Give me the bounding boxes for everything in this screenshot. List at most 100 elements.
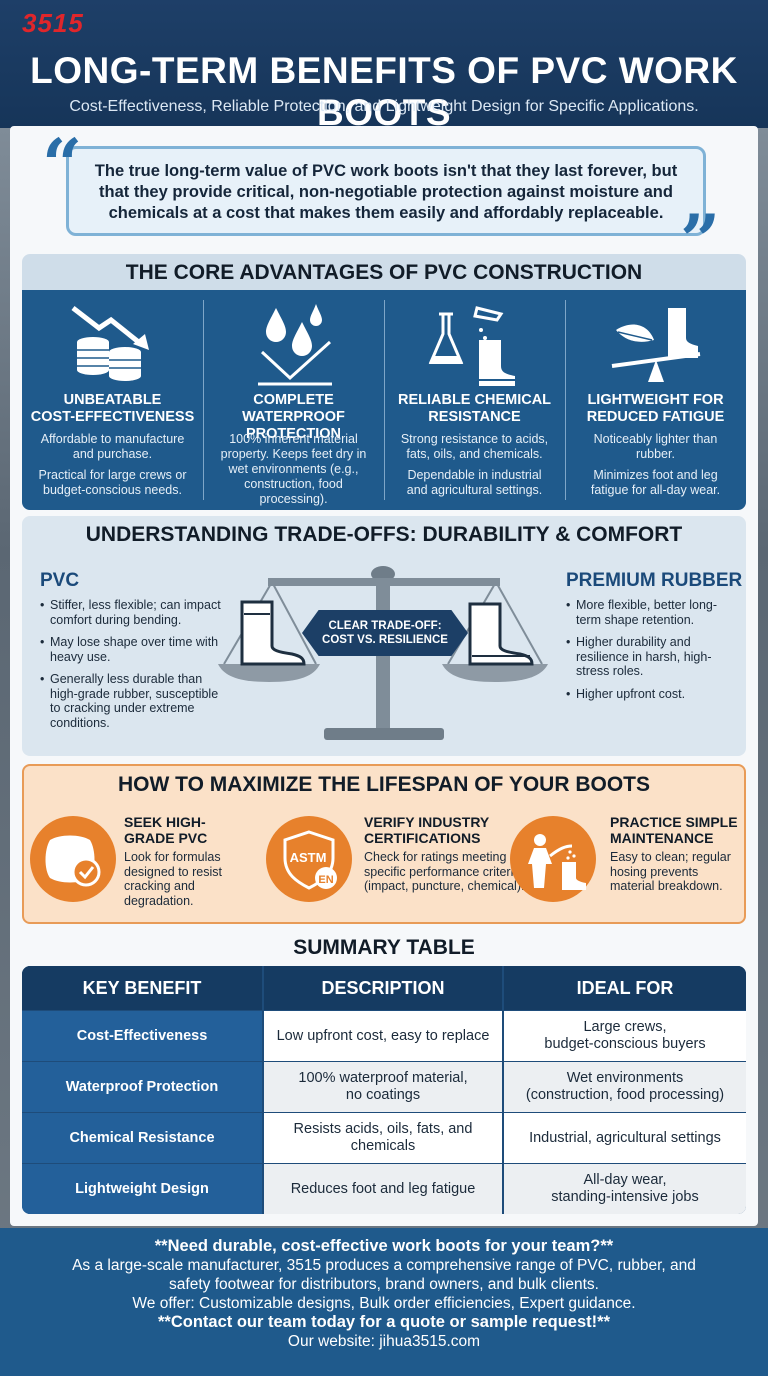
pvc-point: May lose shape over time with heavy use. [40,635,230,664]
astm-en-shield-icon: ASTM EN [266,816,352,902]
advantage-text: Practical for large crews or [38,468,187,482]
pvc-boot-icon [240,600,306,666]
rubber-point: More flexible, better long-term shape re… [566,598,736,627]
advantage-text: construction, food processing). [244,477,343,506]
footer-text: safety footwear for distributors, brand … [169,1276,599,1293]
advantage-title: REDUCED FATIGUE [586,409,725,425]
summary-table-title: SUMMARY TABLE [293,936,475,959]
page-subtitle: Cost-Effectiveness, Reliable Protection,… [69,98,699,115]
pvc-point: Stiffer, less flexible; can impact comfo… [40,598,230,627]
banner-line: CLEAR TRADE-OFF: [328,620,442,632]
lifespan-title-line: SEEK HIGH- [124,814,206,830]
lifespan-text: Easy to clean; regular hosing prevents m… [610,850,731,893]
table-cell-key: Cost-Effectiveness [22,1011,262,1061]
table-cell-key: Chemical Resistance [22,1113,262,1163]
banner-line: COST VS. RESILIENCE [322,634,448,646]
lifespan-heading: HOW TO MAXIMIZE THE LIFESPAN OF YOUR BOO… [117,773,650,796]
advantage-text: property. Keeps feet dry in [220,447,367,461]
advantage-title: PROTECTION [245,426,342,442]
advantage-text: fatigue for all-day wear. [590,483,721,497]
table-header: IDEAL FOR [504,966,746,1010]
advantage-title: RESISTANCE [428,409,521,425]
person-hosing-boot-icon [510,816,596,902]
astm-label: ASTM [290,850,327,865]
table-header: DESCRIPTION [264,966,502,1010]
lifespan-title: VERIFY INDUSTRY CERTIFICATIONS [364,814,489,846]
lifespan-text: Look for formulas designed to resist cra… [124,850,222,908]
advantage-text: and agricultural settings. [406,483,543,497]
advantage-text: Affordable to manufacture [40,432,185,446]
trade-offs-heading: UNDERSTANDING TRADE-OFFS: DURABILITY & C… [85,523,683,546]
advantage-text: 100% inherent material [229,432,358,446]
quote-line: The true long-term value of PVC work boo… [94,162,678,180]
summary-table: KEY BENEFIT DESCRIPTION IDEAL FOR Cost-E… [22,966,746,1214]
leather-badge-check-icon [30,816,116,902]
core-advantages-heading: THE CORE ADVANTAGES OF PVC CONSTRUCTION [125,261,643,284]
pvc-points: Stiffer, less flexible; can impact comfo… [40,598,230,738]
feather-boot-seesaw-icon [611,308,700,382]
advantage-text: budget-conscious needs. [43,483,182,497]
pvc-title: PVC [40,570,80,591]
footer-cta-text: **Contact our team today for a quote or … [157,1313,610,1331]
lifespan-text: Check for ratings meeting specific perfo… [364,850,525,893]
table-header: KEY BENEFIT [22,966,262,1010]
footer-text: We offer: Customizable designs, Bulk ord… [132,1295,636,1312]
quote-line: chemicals at a cost that makes them easi… [108,204,664,222]
rubber-title: PREMIUM RUBBER [566,570,743,591]
advantage-title: LIGHTWEIGHT FOR [587,392,724,408]
advantage-title: UNBEATABLE [63,392,162,408]
advantage-text: and purchase. [72,447,153,461]
website-link[interactable]: Our website: jihua3515.com [287,1333,481,1350]
pvc-point: Generally less durable than high-grade r… [40,672,230,730]
water-drops-check-icon [257,304,332,386]
lifespan-title-line: PRACTICE SIMPLE [610,814,738,830]
footer-headline: **Need durable, cost-effective work boot… [154,1237,614,1255]
table-cell-desc: Low upfront cost, easy to replace [264,1011,502,1061]
footer-text: As a large-scale manufacturer, 3515 prod… [72,1257,696,1274]
lifespan-title-line: GRADE PVC [124,830,208,846]
advantage-text: rubber. [636,447,675,461]
quote-box: The true long-term value of PVC work boo… [66,146,706,236]
advantage-title: COMPLETE WATERPROOF [242,392,345,425]
header-bar [0,0,768,128]
footer-cta: **Need durable, cost-effective work boot… [0,1228,768,1376]
brand-logo: 3515 [22,8,84,38]
rubber-point: Higher upfront cost. [566,687,736,702]
coins-down-arrow-icon [70,306,149,381]
advantage-text: Strong resistance to acids, [400,432,549,446]
lifespan-section [22,764,746,924]
lifespan-title-line: VERIFY INDUSTRY [364,814,490,830]
table-cell-ideal: Large crews,budget-conscious buyers [504,1011,746,1061]
rubber-boot-icon [468,602,534,666]
lifespan-title: SEEK HIGH- GRADE PVC [124,814,207,846]
table-cell-key: Waterproof Protection [22,1062,262,1112]
open-quote-icon: “ [42,123,83,206]
page-title: LONG-TERM BENEFITS OF PVC WORK BOOTS [30,50,738,133]
quote-line: that they provide critical, non-negotiab… [99,183,673,201]
column-divider [565,300,566,500]
rubber-point: Higher durability and resilience in hars… [566,635,736,679]
advantage-title: RELIABLE CHEMICAL [397,392,552,408]
advantage-text: fats, oils, and chemicals. [406,447,543,461]
column-divider [203,300,204,500]
table-cell-ideal: Industrial, agricultural settings [504,1113,746,1163]
table-cell-desc: Reduces foot and leg fatigue [264,1164,502,1214]
table-cell-key: Lightweight Design [22,1164,262,1214]
lifespan-title-line: CERTIFICATIONS [364,830,481,846]
lab-flask-boot-icon [428,306,515,386]
advantage-text: Minimizes foot and leg [593,468,718,482]
table-cell-ideal: All-day wear,standing-intensive jobs [504,1164,746,1214]
table-cell-desc: 100% waterproof material,no coatings [264,1062,502,1112]
trade-off-banner: CLEAR TRADE-OFF: COST VS. RESILIENCE [302,610,468,656]
lifespan-title-line: MAINTENANCE [610,830,714,846]
rubber-points: More flexible, better long-term shape re… [566,598,736,709]
advantage-text: Noticeably lighter than [593,432,718,446]
advantage-text: Dependable in industrial [407,468,542,482]
table-cell-ideal: Wet environments(construction, food proc… [504,1062,746,1112]
lifespan-title: PRACTICE SIMPLE MAINTENANCE [610,814,738,846]
advantage-title: COST-EFFECTIVENESS [30,409,195,425]
